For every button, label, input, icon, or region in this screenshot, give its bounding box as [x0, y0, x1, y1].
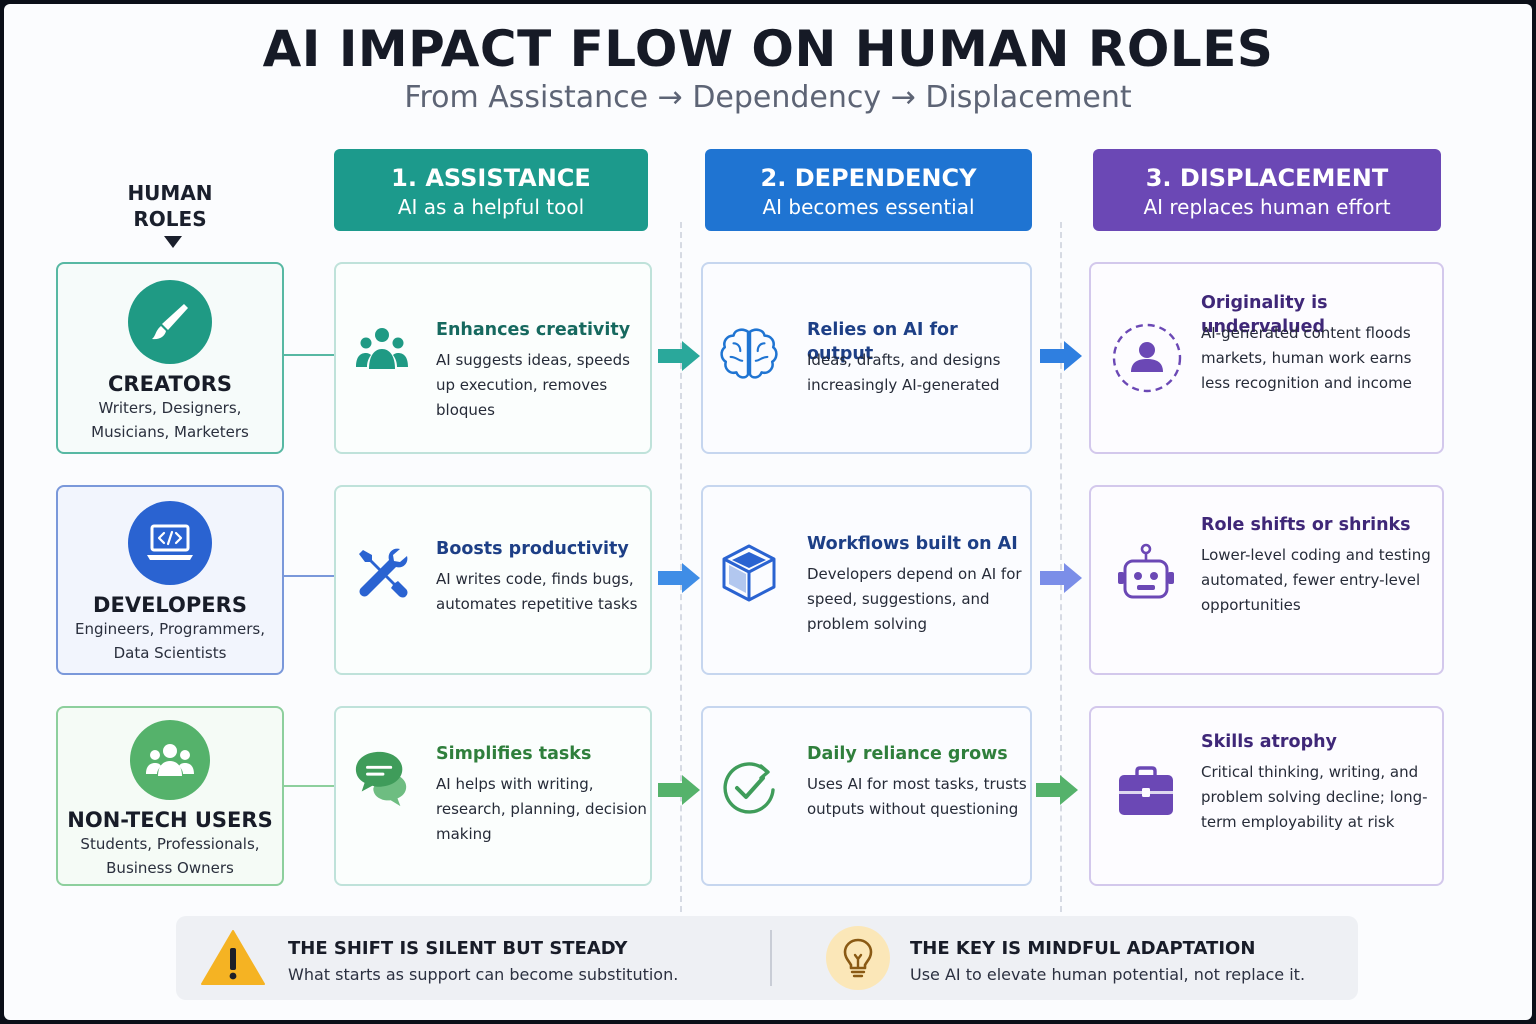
cell-title: Originality is undervalued — [1201, 293, 1328, 337]
infographic: AI IMPACT FLOW ON HUMAN ROLES From Assis… — [4, 4, 1532, 1020]
arrow-right-icon — [1036, 775, 1078, 805]
arrow-right-icon — [658, 563, 700, 593]
cell-title: Boosts productivity — [436, 539, 629, 559]
footer-callout: THE SHIFT IS SILENT BUT STEADY What star… — [176, 916, 1358, 1000]
cell-body: AI helps with writing, research, plannin… — [436, 775, 647, 843]
cell-body: Lower-level coding and testing automated… — [1201, 546, 1431, 614]
cell-non-tech-assistance: Simplifies tasks AI helps with writing, … — [334, 706, 652, 886]
stage-subtitle: AI replaces human effort — [1143, 195, 1391, 219]
paintbrush-icon — [128, 280, 212, 364]
cube-icon — [719, 543, 779, 603]
footer-left-title: THE SHIFT IS SILENT BUT STEADY — [288, 938, 628, 959]
cell-creators-dependency: Relies on AI for output Ideas, drafts, a… — [701, 262, 1032, 454]
chat-bubbles-icon — [352, 748, 412, 808]
cell-title: Enhances creativity — [436, 320, 631, 340]
people-icon — [352, 320, 412, 380]
triangle-down-icon — [164, 236, 182, 248]
stage-subtitle: AI as a helpful tool — [397, 195, 585, 219]
cell-developers-dependency: Workflows built on AI Developers depend … — [701, 485, 1032, 675]
role-card-developers: DEVELOPERS Engineers, Programmers, Data … — [56, 485, 284, 675]
arrow-right-icon — [1040, 341, 1082, 371]
cell-body: Uses AI for most tasks, trusts outputs w… — [807, 775, 1027, 818]
roles-column-label: HUMAN ROLES — [127, 181, 213, 231]
role-description: Engineers, Programmers, Data Scientists — [74, 620, 266, 662]
role-card-creators: CREATORS Writers, Designers, Musicians, … — [56, 262, 284, 454]
role-card-non-tech-users: NON-TECH USERS Students, Professionals, … — [56, 706, 284, 886]
cell-creators-displacement: Originality is undervalued AI-generated … — [1089, 262, 1444, 454]
cell-title: Daily reliance grows — [807, 744, 1008, 764]
page-title: AI IMPACT FLOW ON HUMAN ROLES — [262, 20, 1274, 78]
brain-icon — [719, 324, 779, 384]
arrow-right-icon — [658, 341, 700, 371]
cell-body: AI writes code, finds bugs, automates re… — [436, 570, 638, 613]
role-description: Writers, Designers, Musicians, Marketers — [91, 399, 249, 441]
laptop-code-icon — [128, 501, 212, 585]
cell-title: Relies on AI for output — [807, 320, 958, 364]
stage-title: 2. DEPENDENCY — [760, 164, 977, 192]
cell-body: AI-generated content floods markets, hum… — [1201, 324, 1412, 392]
page-subtitle: From Assistance → Dependency → Displacem… — [404, 80, 1132, 115]
stage-divider — [1060, 222, 1062, 912]
role-name: DEVELOPERS — [93, 593, 247, 617]
stage-title: 1. ASSISTANCE — [391, 164, 591, 192]
role-name: CREATORS — [107, 372, 233, 396]
arrow-right-icon — [1040, 563, 1082, 593]
cell-creators-assistance: Enhances creativity AI suggests ideas, s… — [334, 262, 652, 454]
cell-body: AI suggests ideas, speeds up execution, … — [436, 351, 630, 419]
cell-body: Developers depend on AI for speed, sugge… — [807, 565, 1022, 633]
cell-non-tech-dependency: Daily reliance grows Uses AI for most ta… — [701, 706, 1032, 886]
role-name: NON-TECH USERS — [67, 808, 273, 832]
connector-line — [284, 575, 336, 577]
footer-divider — [770, 930, 772, 986]
tools-icon — [352, 543, 412, 603]
stage-header-displacement: 3. DISPLACEMENT AI replaces human effort — [1093, 149, 1441, 231]
cell-body: Critical thinking, writing, and problem … — [1201, 763, 1428, 831]
arrow-right-icon — [658, 775, 700, 805]
stage-header-dependency: 2. DEPENDENCY AI becomes essential — [705, 149, 1032, 231]
cell-title: Simplifies tasks — [436, 744, 592, 764]
cell-title: Role shifts or shrinks — [1201, 515, 1411, 535]
cell-title: Workflows built on AI — [807, 534, 1018, 554]
person-dashed-circle-icon — [1111, 322, 1183, 394]
cell-title: Skills atrophy — [1201, 732, 1337, 752]
connector-line — [284, 354, 336, 356]
cell-developers-displacement: Role shifts or shrinks Lower-level codin… — [1089, 485, 1444, 675]
cell-body: Ideas, drafts, and designs increasingly … — [807, 351, 1001, 394]
footer-right-body: Use AI to elevate human potential, not r… — [910, 965, 1306, 984]
robot-icon — [1113, 541, 1179, 607]
cell-developers-assistance: Boosts productivity AI writes code, find… — [334, 485, 652, 675]
stage-subtitle: AI becomes essential — [762, 195, 975, 219]
stage-divider — [680, 222, 682, 912]
warning-icon — [201, 930, 265, 985]
people-group-icon — [130, 720, 210, 800]
stage-header-assistance: 1. ASSISTANCE AI as a helpful tool — [334, 149, 648, 231]
lightbulb-icon — [826, 926, 890, 990]
role-description: Students, Professionals, Business Owners — [80, 835, 260, 877]
briefcase-icon — [1113, 760, 1179, 826]
check-cycle-icon — [719, 758, 779, 818]
connector-line — [284, 785, 336, 787]
cell-non-tech-displacement: Skills atrophy Critical thinking, writin… — [1089, 706, 1444, 886]
footer-left-body: What starts as support can become substi… — [288, 965, 679, 984]
footer-right-title: THE KEY IS MINDFUL ADAPTATION — [910, 938, 1256, 959]
stage-title: 3. DISPLACEMENT — [1145, 164, 1389, 192]
